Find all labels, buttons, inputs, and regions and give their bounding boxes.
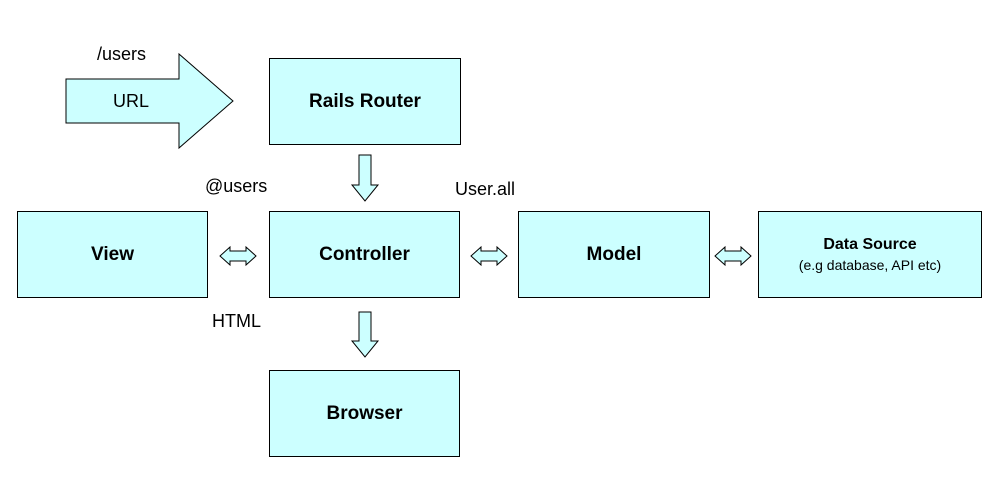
browser-label: Browser xyxy=(326,402,403,424)
controller-model-double-arrow xyxy=(470,245,508,267)
user-all-label: User.all xyxy=(455,179,516,199)
router-to-controller-arrow xyxy=(350,154,380,202)
html-label: HTML xyxy=(212,311,261,331)
browser-box: Browser xyxy=(269,370,460,457)
data-source-label: Data Source xyxy=(823,236,917,253)
model-datasource-double-arrow xyxy=(714,245,752,267)
rails-router-label: Rails Router xyxy=(309,90,421,112)
controller-to-browser-arrow xyxy=(350,311,380,358)
model-label: Model xyxy=(586,243,642,265)
controller-box: Controller xyxy=(269,211,460,298)
users-instance-label: @users xyxy=(205,176,268,196)
view-controller-double-arrow xyxy=(219,245,257,267)
view-label: View xyxy=(91,243,134,265)
model-box: Model xyxy=(518,211,710,298)
data-source-box: Data Source (e.g database, API etc) xyxy=(758,211,982,298)
controller-label: Controller xyxy=(319,243,410,265)
url-arrow-shape xyxy=(65,52,234,150)
view-box: View xyxy=(17,211,208,298)
url-label: URL xyxy=(113,91,150,111)
rails-router-box: Rails Router xyxy=(269,58,461,145)
url-path-label: /users xyxy=(97,44,147,64)
data-source-subtitle: (e.g database, API etc) xyxy=(798,257,942,273)
